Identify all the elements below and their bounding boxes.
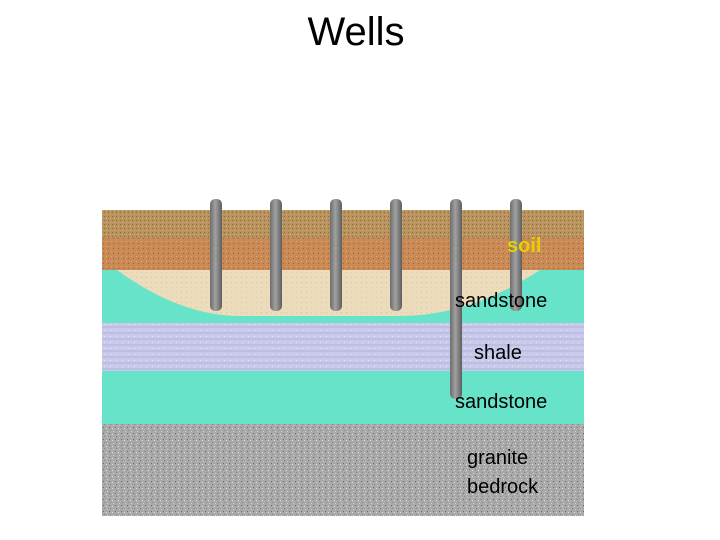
lower-sandstone-label: sandstone	[455, 391, 547, 413]
well-2	[270, 199, 282, 311]
wells	[210, 199, 522, 399]
well-3	[330, 199, 342, 311]
shale-layer	[102, 323, 584, 371]
well-1	[210, 199, 222, 311]
upper-sandstone-label: sandstone	[455, 290, 547, 312]
well-4	[390, 199, 402, 311]
well-5-deep	[450, 199, 462, 399]
granite-label: granite	[467, 447, 528, 469]
soil-label: soil	[507, 235, 541, 257]
well-6	[510, 199, 522, 311]
granite-bedrock-layer	[102, 424, 584, 516]
soil-layer	[102, 238, 584, 270]
bedrock-label: bedrock	[467, 476, 539, 498]
lower-sandstone-layer	[102, 371, 584, 424]
shale-label: shale	[474, 342, 522, 364]
page-title: Wells	[307, 10, 405, 54]
soil-top-layer	[102, 210, 584, 238]
sand-lens	[117, 270, 540, 316]
